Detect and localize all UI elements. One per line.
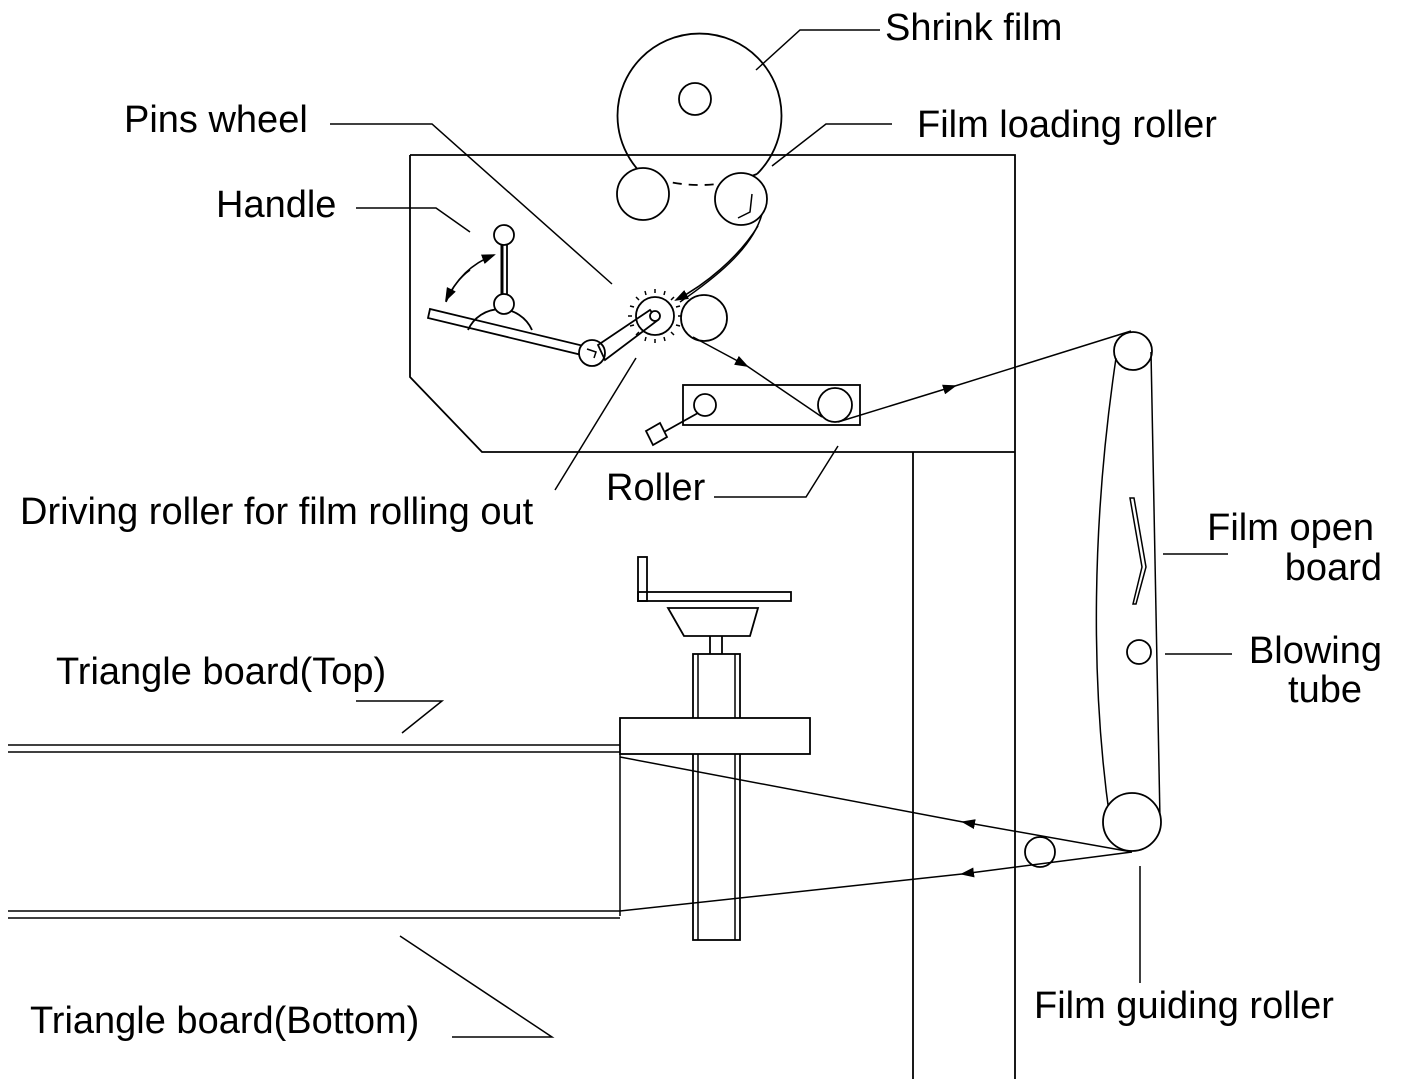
- label-handle: Handle: [216, 184, 336, 226]
- film-guiding-roller: [1102, 792, 1162, 852]
- roller-box: [644, 384, 861, 447]
- label-film-loading-roller: Film loading roller: [917, 104, 1217, 146]
- film-path-middle-2: [746, 365, 823, 418]
- triangle-board-top: [8, 744, 620, 753]
- leader-lines: [330, 29, 1232, 1038]
- handle-assembly: [426, 224, 661, 367]
- label-shrink-film: Shrink film: [885, 7, 1062, 49]
- label-film-open-board-1: Film open: [1207, 507, 1374, 549]
- machine-frame: [409, 154, 1016, 1079]
- label-roller: Roller: [606, 467, 706, 509]
- shrink-film-roll: [616, 32, 783, 186]
- labels: Shrink film Pins wheel Film loading roll…: [20, 7, 1382, 1042]
- film-path-to-guide: [837, 384, 957, 423]
- label-triangle-board-bottom: Triangle board(Bottom): [30, 1000, 419, 1042]
- film-loading-rollers: [616, 167, 768, 226]
- clamp-block: [619, 717, 811, 755]
- film-path-upper: [674, 213, 763, 303]
- driving-roller: [680, 294, 728, 342]
- small-guide-roller: [1024, 836, 1056, 868]
- film-path-middle: [692, 336, 749, 367]
- label-blowing-tube-1: Blowing: [1249, 630, 1382, 672]
- label-driving-roller: Driving roller for film rolling out: [20, 491, 534, 533]
- upper-guide-roller: [1113, 331, 1153, 371]
- film-path-to-guide-2: [954, 330, 1132, 387]
- label-pins-wheel: Pins wheel: [124, 99, 308, 141]
- vertical-post: [637, 556, 792, 941]
- label-blowing-tube-2: tube: [1288, 669, 1362, 711]
- label-film-guiding-roller: Film guiding roller: [1034, 985, 1334, 1027]
- film-open-board: [1095, 351, 1161, 821]
- label-film-open-board-2: board: [1285, 547, 1382, 589]
- triangle-board-bottom: [8, 910, 620, 919]
- label-triangle-board-top: Triangle board(Top): [56, 651, 386, 693]
- film-return-paths: [619, 756, 1133, 912]
